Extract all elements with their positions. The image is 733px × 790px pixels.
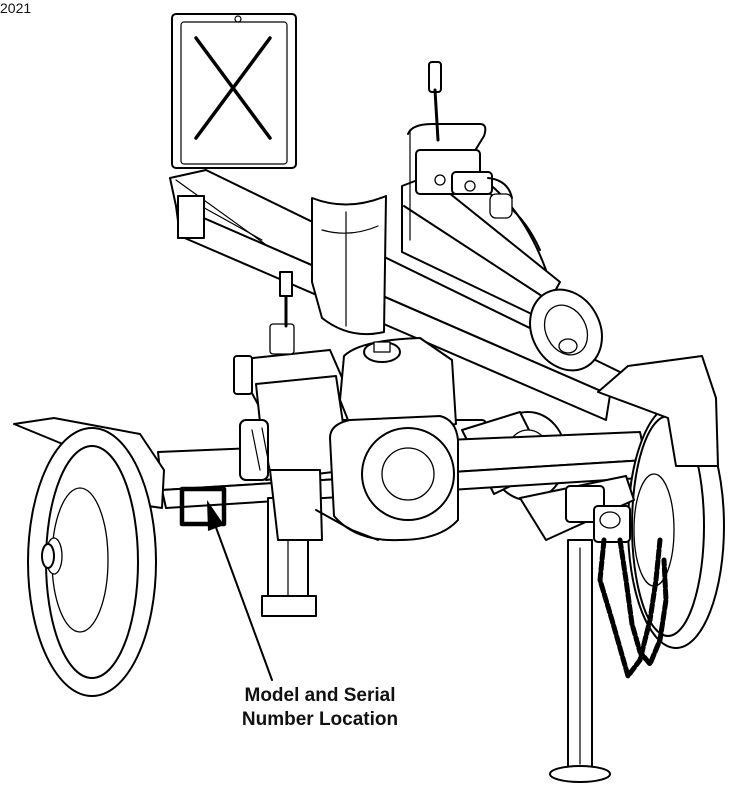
callout-line-1: Model and Serial	[244, 685, 396, 706]
control-valve	[407, 61, 513, 241]
serial-number-plate	[179, 486, 227, 527]
callout-arrow	[207, 500, 273, 681]
tow-coupler	[519, 475, 635, 543]
engine	[233, 271, 459, 542]
right-wheel	[597, 355, 725, 649]
callout-line-2: Number Location	[241, 709, 399, 730]
page-header-text: 2021	[0, 0, 32, 16]
push-plate	[171, 13, 297, 169]
callout-label: Model and Serial Number Location	[190, 684, 450, 732]
log-cradle	[311, 195, 387, 336]
safety-chains	[597, 537, 669, 679]
splitter-beam	[169, 169, 621, 421]
jack-stand	[549, 539, 611, 783]
left-wheel	[13, 417, 165, 697]
